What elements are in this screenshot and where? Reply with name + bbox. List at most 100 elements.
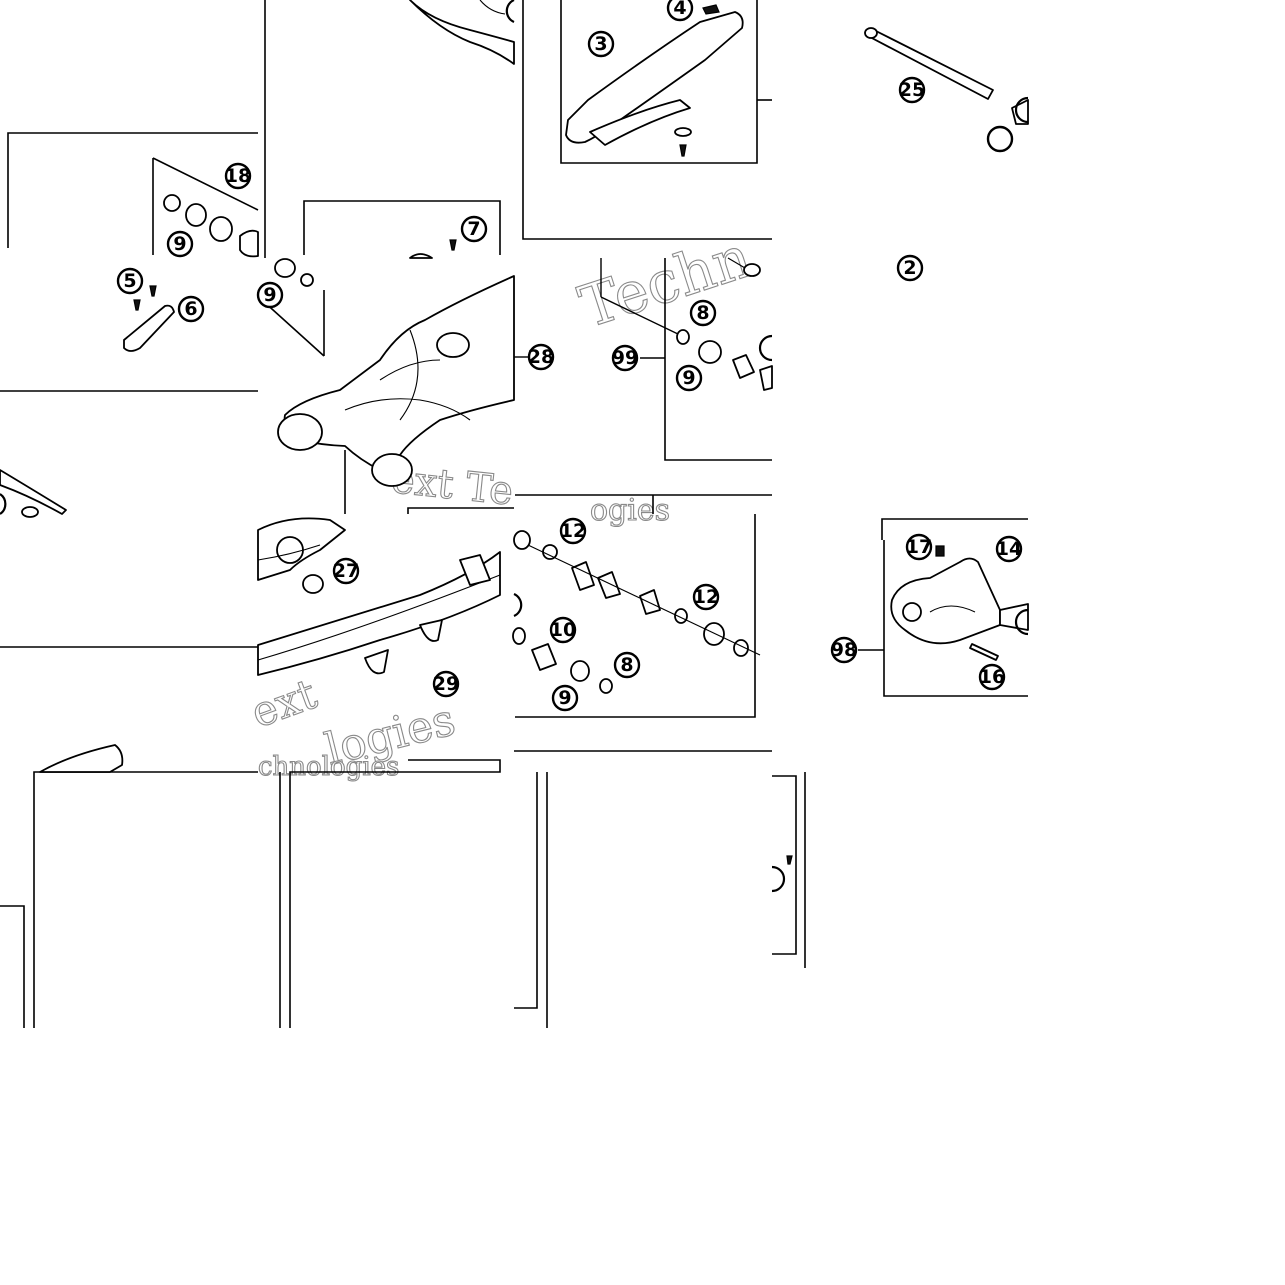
- callout-8: 8: [689, 299, 717, 327]
- seal-part: [163, 194, 181, 212]
- cropped-callout-fragment: [505, 0, 515, 24]
- cropped-callout-fragment: [0, 493, 7, 515]
- ring-part: [274, 258, 296, 278]
- watermark-text: ogies: [590, 493, 670, 528]
- callout-2: 2: [896, 254, 924, 282]
- svg-text:18: 18: [225, 165, 251, 187]
- cropped-callout-fragment: [758, 334, 773, 362]
- frame-chain-slider: [7, 132, 258, 248]
- svg-text:27: 27: [333, 560, 359, 582]
- svg-text:12: 12: [693, 586, 719, 608]
- svg-text:9: 9: [682, 367, 695, 389]
- svg-text:17: 17: [906, 536, 932, 558]
- nut-part: [935, 545, 945, 557]
- bushing-part: [302, 574, 324, 594]
- svg-text:12: 12: [560, 520, 586, 542]
- svg-text:99: 99: [612, 347, 638, 369]
- leader-line: [727, 257, 746, 269]
- frame-bottom: [0, 905, 25, 1028]
- callout-16: 16: [979, 663, 1005, 691]
- ring-part: [542, 544, 558, 560]
- seal-part: [513, 530, 531, 550]
- svg-text:28: 28: [528, 346, 554, 368]
- parts: [0, 0, 1029, 865]
- ring-part: [570, 660, 590, 682]
- swingarm-left-fragment: [21, 506, 39, 518]
- callout-3: 3: [587, 30, 615, 58]
- callout-5: 5: [116, 267, 144, 295]
- callout-9: 9: [166, 230, 194, 258]
- leader-line: [527, 544, 761, 656]
- svg-text:6: 6: [184, 298, 197, 320]
- swingarm-left-fragment: [0, 469, 67, 515]
- screw-part: [133, 299, 141, 311]
- watermark-text: ext: [245, 669, 323, 737]
- frame-bottom: [514, 772, 538, 1009]
- svg-text:14: 14: [996, 538, 1022, 560]
- needle-bearing-part: [597, 571, 621, 599]
- callouts: 3 4 25 2 18 9 5 6 7 9 28 8 99 9 27 29 12…: [116, 0, 1022, 712]
- callout-26: [986, 125, 1014, 153]
- svg-text:5: 5: [123, 270, 136, 292]
- svg-text:10: 10: [550, 619, 576, 641]
- swingarm-bottom-fragment: [39, 744, 124, 773]
- callout-27: 27: [333, 557, 359, 585]
- callout-4: 4: [666, 0, 694, 22]
- callout-12: 12: [693, 583, 719, 611]
- chain-guide-block-part: [123, 304, 175, 352]
- cropped-callouts: [0, 0, 1029, 893]
- svg-text:3: 3: [594, 33, 607, 55]
- svg-text:98: 98: [831, 639, 857, 661]
- callout-9: 9: [256, 281, 284, 309]
- callout-12: 12: [560, 517, 586, 545]
- callout-8: 8: [613, 651, 641, 679]
- callout-6: 6: [177, 295, 205, 323]
- frame-chain-slider-top: [560, 0, 758, 164]
- chain-slider-part: [565, 11, 744, 144]
- swingarm-axle-part: [864, 27, 994, 100]
- svg-text:2: 2: [903, 257, 916, 279]
- axle-nut-part: [1011, 99, 1029, 125]
- screw-part: [149, 285, 157, 297]
- ring-part: [512, 627, 526, 645]
- svg-text:8: 8: [696, 302, 709, 324]
- swingarm-part: [277, 275, 515, 487]
- needle-bearing-part: [732, 354, 755, 379]
- svg-text:9: 9: [263, 284, 276, 306]
- cropped-callout-fragment: [771, 865, 786, 893]
- callout-17: 17: [906, 533, 932, 561]
- seal-part: [300, 273, 314, 287]
- washer-part: [674, 127, 692, 137]
- swingarm-top-fragment: [409, 0, 515, 65]
- watermark-text: chnologies: [258, 752, 399, 782]
- svg-text:8: 8: [620, 654, 633, 676]
- frame-bottom: [33, 771, 258, 1028]
- frame-bearing-group: [664, 258, 772, 461]
- swingarm-rear-part: [257, 517, 501, 676]
- bushing-part: [209, 216, 233, 242]
- cropped-callout-fragment: [1014, 608, 1029, 636]
- ring-part: [698, 340, 722, 364]
- frame-chain-guide: [883, 540, 1028, 697]
- frame-bearing-pack: [152, 157, 259, 211]
- svg-text:29: 29: [433, 673, 459, 695]
- bolt-part: [702, 4, 720, 15]
- frame-line: [407, 507, 514, 514]
- svg-text:9: 9: [558, 687, 571, 709]
- screw-part: [679, 144, 687, 157]
- callout-25: 25: [899, 76, 925, 104]
- needle-bearing-part: [571, 561, 595, 591]
- screw-part: [449, 239, 457, 251]
- spacer-part: [531, 643, 557, 671]
- callout-29: 29: [433, 670, 459, 698]
- seal-part: [676, 329, 690, 345]
- bearing-part: [239, 229, 259, 258]
- callout-9: 9: [551, 684, 579, 712]
- pin-part: [969, 643, 999, 661]
- svg-text:25: 25: [899, 79, 925, 101]
- frame-pivot-parts: [303, 200, 501, 255]
- screw-part: [786, 855, 793, 865]
- frame-linkage-bearings: [515, 514, 756, 718]
- seal-part: [599, 678, 613, 694]
